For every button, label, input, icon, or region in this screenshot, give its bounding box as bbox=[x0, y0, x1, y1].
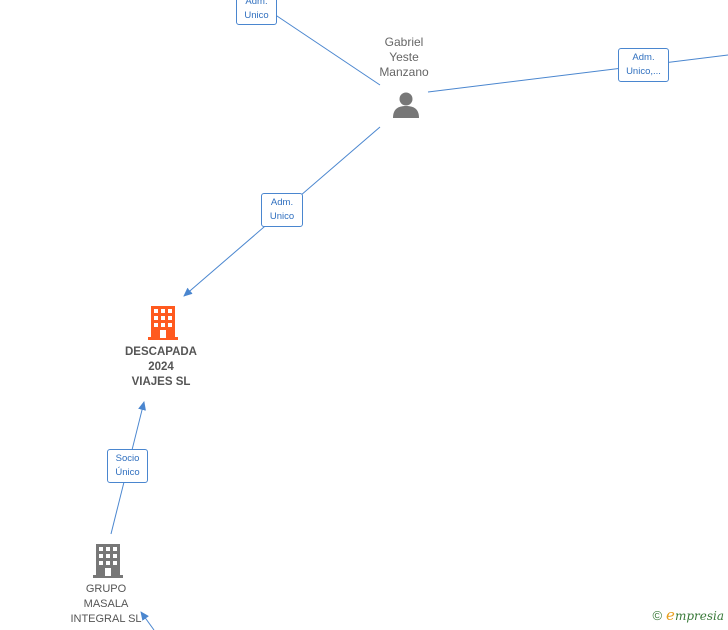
brand-name: mpresia bbox=[674, 609, 724, 623]
edge-label-person-to-main[interactable]: Adm. Unico bbox=[261, 193, 303, 227]
building-icon-main[interactable] bbox=[148, 305, 178, 340]
edge-line-right bbox=[427, 54, 728, 93]
brand-initial: e bbox=[666, 606, 675, 624]
person-name-line-1: Gabriel bbox=[384, 35, 424, 49]
edge-label-parent-to-main-line-2: Único bbox=[115, 467, 140, 478]
edge-label-top-left[interactable]: Adm. Unico bbox=[236, 0, 277, 25]
edge-label-right[interactable]: Adm. Unico,... bbox=[618, 48, 669, 82]
person-name[interactable]: Gabriel Yeste Manzano bbox=[360, 35, 448, 80]
company-main-name[interactable]: DESCAPADA 2024 VIAJES SL bbox=[106, 345, 216, 390]
copyright-symbol: © bbox=[652, 608, 663, 623]
edge-label-top-left-line-2: Unico bbox=[244, 10, 269, 21]
company-main-line-2: 2024 bbox=[148, 361, 174, 373]
edge-label-parent-to-main[interactable]: Socio Único bbox=[107, 449, 148, 483]
company-parent-line-3: INTEGRAL SL bbox=[70, 613, 142, 625]
edge-line-top-left bbox=[267, 9, 381, 86]
edge-label-right-line-2: Unico,... bbox=[626, 66, 661, 77]
edge-label-parent-to-main-line-1: Socio bbox=[115, 453, 140, 464]
edge-label-person-to-main-line-2: Unico bbox=[269, 211, 295, 222]
company-parent-name[interactable]: GRUPO MASALA INTEGRAL SL bbox=[56, 582, 156, 627]
edge-label-right-line-1: Adm. bbox=[632, 52, 655, 63]
company-parent-line-2: MASALA bbox=[83, 598, 129, 610]
edge-line-incoming-parent bbox=[140, 611, 155, 630]
company-main-line-3: VIAJES SL bbox=[131, 376, 191, 388]
company-parent-line-1: GRUPO bbox=[85, 583, 127, 595]
person-name-line-3: Manzano bbox=[379, 65, 429, 79]
building-icon-parent[interactable] bbox=[93, 543, 123, 578]
edge-label-person-to-main-line-1: Adm. bbox=[270, 197, 294, 208]
person-icon[interactable] bbox=[391, 91, 421, 119]
person-name-line-2: Yeste bbox=[389, 50, 419, 64]
edge-label-top-left-line-1: Adm. bbox=[245, 0, 268, 7]
empresia-watermark: ©empresia bbox=[652, 606, 724, 624]
company-main-line-1: DESCAPADA bbox=[125, 346, 197, 358]
